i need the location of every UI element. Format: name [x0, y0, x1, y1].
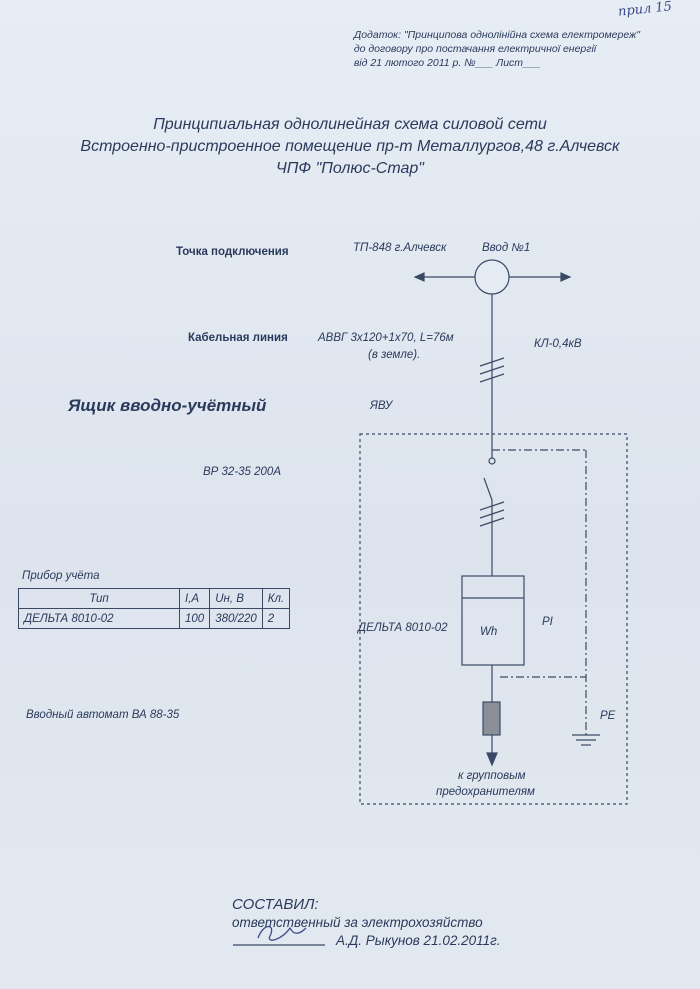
meter-table-caption: Прибор учёта — [22, 570, 100, 582]
switch-label: ВР 32-35 200А — [203, 466, 282, 478]
fuse-icon — [482, 701, 501, 736]
box-heading: Ящик вводно-учётный — [68, 396, 267, 415]
box-code: ЯВУ — [370, 400, 393, 412]
annex-line-2: до договору про постачання електричної е… — [353, 43, 597, 55]
header-class: Кл. — [261, 588, 291, 609]
arrow-down-icon — [486, 752, 498, 767]
table-row: ДЕЛЬТА 8010-02 100 380/220 2 — [18, 608, 291, 629]
title-line-3: ЧПФ "Полюс-Стар" — [276, 160, 424, 177]
pi-label: PI — [542, 616, 553, 628]
output-line-1: к групповым — [458, 770, 526, 782]
breaker-label: Вводный автомат ВА 88-35 — [26, 709, 180, 721]
output-line-2: предохранителям — [436, 786, 535, 798]
cell-voltage: 380/220 — [209, 608, 263, 629]
annex-header: Додаток: "Принципова однолінійна схема е… — [354, 28, 640, 70]
title-line-2: Встроенно-пристроенное помещение пр-т Ме… — [80, 138, 620, 155]
header-voltage: Uн, В — [209, 588, 263, 609]
annex-line-3: від 21 лютого 2011 р. №___ Лист___ — [353, 57, 541, 69]
cable-note: (в земле). — [368, 349, 421, 361]
cell-current: 100 — [178, 608, 211, 629]
arrow-left-icon — [413, 272, 425, 282]
signature-scribble — [257, 925, 307, 941]
annex-line-1: Додаток: "Принципова однолінійна схема е… — [353, 29, 640, 41]
wh-label: Wh — [480, 626, 498, 638]
connection-label: Точка подключения — [176, 246, 289, 258]
meter-table: Тип I,А Uн, В Кл. ДЕЛЬТА 8010-02 100 380… — [18, 588, 291, 629]
composed-label: СОСТАВИЛ: — [232, 896, 319, 913]
header-current: I,А — [178, 588, 211, 609]
cell-type: ДЕЛЬТА 8010-02 — [18, 608, 180, 629]
input-label: Ввод №1 — [482, 242, 531, 254]
input-node-circle — [474, 259, 510, 295]
meter-box — [461, 575, 525, 666]
cable-label: Кабельная линия — [188, 332, 288, 344]
cell-class: 2 — [261, 608, 291, 629]
title-line-1: Принципиальная однолинейная схема силово… — [153, 116, 547, 133]
cable-spec: АВВГ 3х120+1х70, L=76м — [318, 332, 454, 344]
substation-label: ТП-848 г.Алчевск — [353, 242, 447, 254]
signer-label: А.Д. Рыкунов 21.02.2011г. — [336, 933, 501, 948]
cable-line-code: КЛ-0,4кВ — [534, 338, 582, 350]
diagram-meter-label: ДЕЛЬТА 8010-02 — [358, 622, 448, 634]
yavu-box — [359, 433, 628, 805]
table-header-row: Тип I,А Uн, В Кл. — [18, 588, 291, 609]
role-label: ответственный за электрохозяйство — [232, 915, 483, 930]
switch-contact-icon — [488, 457, 496, 465]
pe-label: PE — [600, 710, 616, 722]
arrow-right-icon — [560, 272, 572, 282]
switch-blade — [483, 477, 493, 501]
